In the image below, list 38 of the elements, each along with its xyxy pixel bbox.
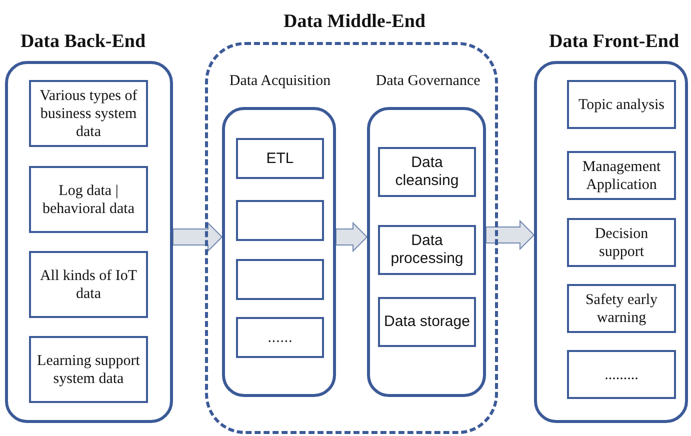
block-arrow	[336, 222, 368, 252]
box-label: .........	[604, 366, 638, 384]
block-arrow	[172, 222, 223, 252]
panel-heading: Data Middle-End	[282, 10, 426, 34]
box-label: Decision support	[594, 224, 650, 260]
text-box	[567, 350, 676, 399]
box-label: Various types of business system data	[38, 86, 138, 140]
text-box	[29, 336, 148, 403]
text-box	[567, 284, 676, 333]
box-label: Data processing	[390, 232, 464, 268]
box-label: ......	[267, 328, 292, 346]
text-box	[236, 138, 324, 179]
panel-heading: Data Governance	[374, 72, 482, 91]
panel-heading: Data Front-End	[548, 30, 680, 54]
text-box	[378, 297, 476, 347]
box-label: Data cleansing	[394, 154, 460, 190]
text-box	[236, 317, 324, 358]
text-box	[29, 251, 148, 318]
panel-heading: Data Acquisition	[228, 72, 332, 91]
text-box	[567, 151, 676, 200]
box-label: ETL	[266, 150, 294, 168]
box-label: All kinds of IoT data	[38, 266, 138, 302]
empty-box	[236, 200, 324, 241]
panel-heading: Data Back-End	[19, 30, 147, 54]
box-label: Management Application	[581, 158, 662, 194]
empty-box	[236, 259, 324, 300]
text-box	[567, 218, 676, 267]
text-box	[29, 166, 148, 233]
box-label: Safety early warning	[584, 290, 659, 326]
text-box	[378, 147, 476, 197]
text-box	[567, 80, 676, 129]
text-box	[378, 225, 476, 275]
text-box	[29, 80, 148, 147]
box-label: Learning support system data	[36, 352, 141, 388]
box-label: Data storage	[384, 313, 470, 331]
box-label: Topic analysis	[578, 96, 664, 114]
box-label: Log data | behavioral data	[41, 182, 136, 218]
block-arrow	[486, 220, 535, 250]
